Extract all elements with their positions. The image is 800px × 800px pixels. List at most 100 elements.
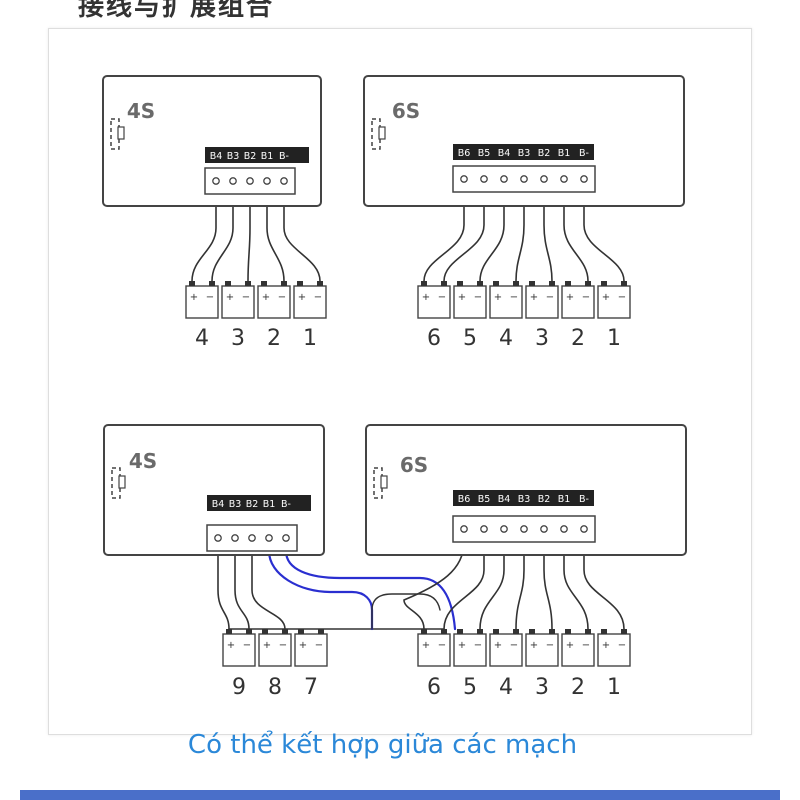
bottom-left-4s-cell-number: 9 — [232, 675, 246, 700]
top-left-4s-balance-wire — [211, 193, 234, 282]
top-right-6s-cell-number: 6 — [427, 326, 441, 351]
bottom-right-6s-cell — [489, 633, 523, 667]
top-right-6s-cell-plus-sign: + — [494, 292, 502, 303]
junction-wire — [371, 593, 441, 630]
bottom-right-6s-cell-number: 1 — [607, 675, 621, 700]
top-right-6s-cell-number: 1 — [607, 326, 621, 351]
bottom-right-6s-pin-hole — [520, 525, 528, 533]
top-right-6s-pin-label: B4 — [498, 148, 511, 159]
caption-text: Có thể kết hợp giữa các mạch — [187, 730, 578, 760]
bottom-right-6s-cell-minus-sign: − — [474, 640, 482, 651]
top-right-6s-cell-terminal-pos — [421, 281, 427, 286]
bottom-right-6s-cell-plus-sign: + — [494, 640, 502, 651]
bottom-right-6s-pin-label: B4 — [498, 494, 511, 505]
bottom-right-6s-cell-plus-sign: + — [566, 640, 574, 651]
top-left-4s-cell — [221, 285, 255, 319]
top-left-4s-cell-terminal-neg — [281, 281, 287, 286]
top-left-4s-cell-minus-sign: − — [206, 292, 214, 303]
blue-crossover-wire — [267, 549, 374, 631]
bottom-right-6s-pin-hole — [580, 525, 588, 533]
bottom-right-6s-cell-terminal-pos — [565, 629, 571, 634]
bottom-left-4s-cell-terminal-neg — [246, 629, 252, 634]
bottom-left-4s-cell-plus-sign: + — [227, 640, 235, 651]
top-right-6s-side-connector-tab — [378, 126, 386, 140]
bottom-right-6s-cell-plus-sign: + — [530, 640, 538, 651]
top-left-4s-pin-label: B4 — [210, 151, 223, 162]
top-right-6s-pin-label: B6 — [458, 148, 471, 159]
bottom-right-6s-pin-header — [453, 490, 594, 506]
top-left-4s-cell-number: 4 — [195, 326, 209, 351]
top-right-6s-cell-minus-sign: − — [438, 292, 446, 303]
top-right-6s-cell — [417, 285, 451, 319]
top-right-6s-balance-wire — [563, 191, 589, 282]
bottom-right-6s-cell-minus-sign: − — [438, 640, 446, 651]
bottom-left-4s-board — [103, 424, 325, 556]
bottom-right-6s-pin-label: B3 — [518, 494, 531, 505]
bottom-right-6s-balance-wire — [583, 541, 625, 630]
top-right-6s-balance-wire — [515, 191, 525, 282]
bottom-left-4s-cell-number: 7 — [304, 675, 318, 700]
top-left-4s-cell-minus-sign: − — [278, 292, 286, 303]
top-left-4s-cell — [293, 285, 327, 319]
bottom-right-6s-balance-wire — [403, 541, 465, 630]
bottom-right-6s-pin-hole — [540, 525, 548, 533]
bottom-right-6s-pin-hole — [480, 525, 488, 533]
bottom-right-6s-cell-plus-sign: + — [422, 640, 430, 651]
bottom-right-6s-cell-number: 6 — [427, 675, 441, 700]
bottom-right-6s-cell-terminal-neg — [513, 629, 519, 634]
bottom-left-4s-pin-label: B2 — [246, 499, 259, 510]
bottom-right-6s-cell-minus-sign: − — [510, 640, 518, 651]
top-right-6s-cell-plus-sign: + — [602, 292, 610, 303]
bottom-right-6s-cell-number: 5 — [463, 675, 477, 700]
bottom-left-4s-cell-minus-sign: − — [279, 640, 287, 651]
bottom-left-4s-cell — [258, 633, 292, 667]
top-right-6s-pin-hole — [520, 175, 528, 183]
top-left-4s-balance-wire — [247, 193, 251, 282]
bottom-left-4s-pin-label: B1 — [263, 499, 276, 510]
bottom-right-6s-cell — [597, 633, 631, 667]
bottom-left-4s-cell-terminal-pos — [226, 629, 232, 634]
bottom-left-4s-pin-hole — [248, 534, 256, 542]
bottom-left-4s-pin-hole — [265, 534, 273, 542]
top-left-4s-cell — [185, 285, 219, 319]
top-left-4s-cell-number: 3 — [231, 326, 245, 351]
bottom-left-4s-pin-hole — [231, 534, 239, 542]
top-left-4s-cell-plus-sign: + — [190, 292, 198, 303]
bottom-right-6s-cell-terminal-pos — [529, 629, 535, 634]
top-left-4s-balance-wire — [266, 193, 285, 282]
top-right-6s-cell-plus-sign: + — [530, 292, 538, 303]
top-right-6s-cell — [489, 285, 523, 319]
top-right-6s-cell-terminal-neg — [585, 281, 591, 286]
top-right-6s-cell — [525, 285, 559, 319]
bottom-left-4s-balance-wire — [251, 550, 286, 630]
bottom-right-6s-pin-label: B- — [579, 494, 589, 505]
top-right-6s-balance-wire — [479, 191, 505, 282]
top-left-4s-cell-terminal-pos — [225, 281, 231, 286]
bottom-left-4s-cell-minus-sign: − — [315, 640, 323, 651]
top-right-6s-pin-hole — [480, 175, 488, 183]
bottom-right-6s-pin-label: B5 — [478, 494, 491, 505]
top-left-4s-pin-hole — [263, 177, 271, 185]
bottom-left-4s-pin-hole — [282, 534, 290, 542]
top-right-6s-cell — [453, 285, 487, 319]
top-right-6s-pin-label: B5 — [478, 148, 491, 159]
top-right-6s-cell-terminal-pos — [457, 281, 463, 286]
bottom-right-6s-cell — [561, 633, 595, 667]
top-right-6s-cell-terminal-pos — [493, 281, 499, 286]
top-right-6s-pin-hole — [460, 175, 468, 183]
bottom-right-6s-cell-terminal-pos — [493, 629, 499, 634]
top-right-6s-cell-number: 3 — [535, 326, 549, 351]
top-right-6s-board — [363, 75, 685, 207]
top-right-6s-pin-hole — [500, 175, 508, 183]
bottom-right-6s-cell-terminal-neg — [585, 629, 591, 634]
top-right-6s-cell-number: 2 — [571, 326, 585, 351]
top-left-4s-cell-plus-sign: + — [262, 292, 270, 303]
top-right-6s-balance-wire — [443, 191, 485, 282]
top-right-6s-cell-minus-sign: − — [510, 292, 518, 303]
top-right-6s-cell-terminal-neg — [549, 281, 555, 286]
bottom-right-6s-cell-number: 2 — [571, 675, 585, 700]
bottom-right-6s-balance-wire — [515, 541, 525, 630]
top-right-6s-pin-label: B- — [579, 148, 589, 159]
top-right-6s-pin-label: B3 — [518, 148, 531, 159]
top-right-6s-cell — [597, 285, 631, 319]
